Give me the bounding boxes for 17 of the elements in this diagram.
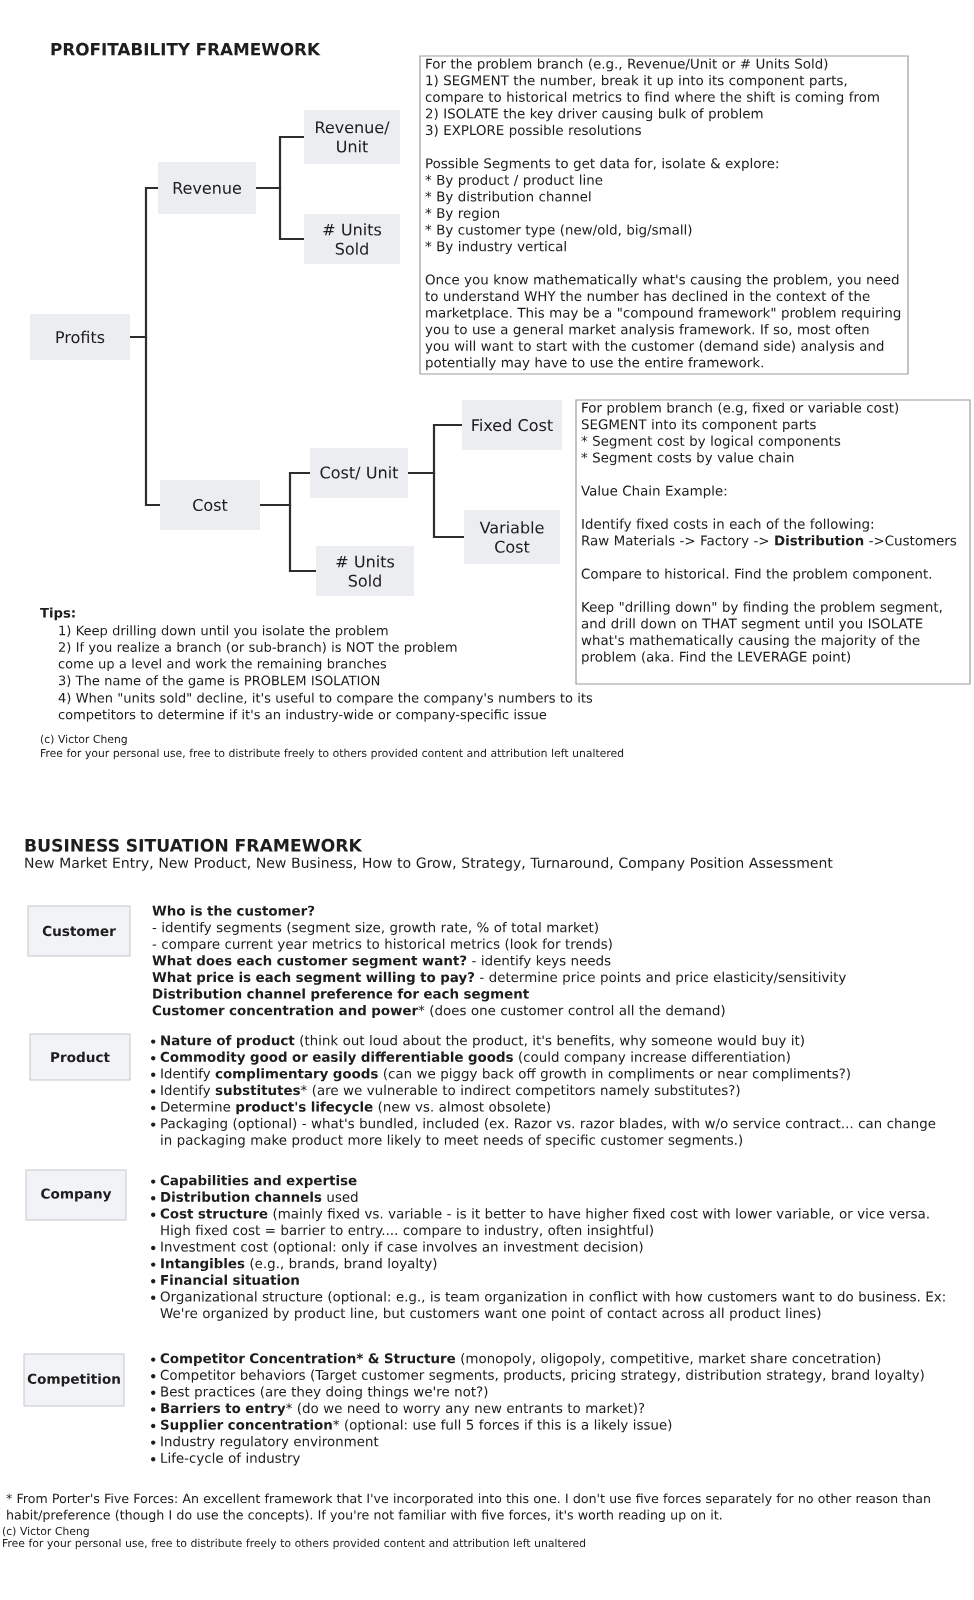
branch-box: Revenue: [158, 162, 256, 214]
branch-box: Revenue/ Unit: [304, 110, 400, 164]
section-heading: BUSINESS SITUATION FRAMEWORK: [25, 838, 363, 852]
connector-line: [256, 186, 304, 241]
note-box: [575, 399, 971, 685]
branch-box: Cost: [160, 480, 260, 530]
connector-line: [130, 335, 160, 507]
heading: PROFITABILITY FRAMEWORK: [51, 42, 321, 56]
branch-box: Profits: [30, 314, 130, 360]
note-box: [419, 55, 909, 375]
connector-line: [408, 471, 464, 539]
branch-box: Variable Cost: [464, 510, 560, 564]
branch-box: Cost/ Unit: [310, 448, 408, 498]
branch-box: # Units Sold: [304, 214, 400, 264]
branch-box: # Units Sold: [316, 546, 414, 596]
connector-line: [260, 503, 316, 573]
branch-box: Fixed Cost: [462, 400, 562, 450]
